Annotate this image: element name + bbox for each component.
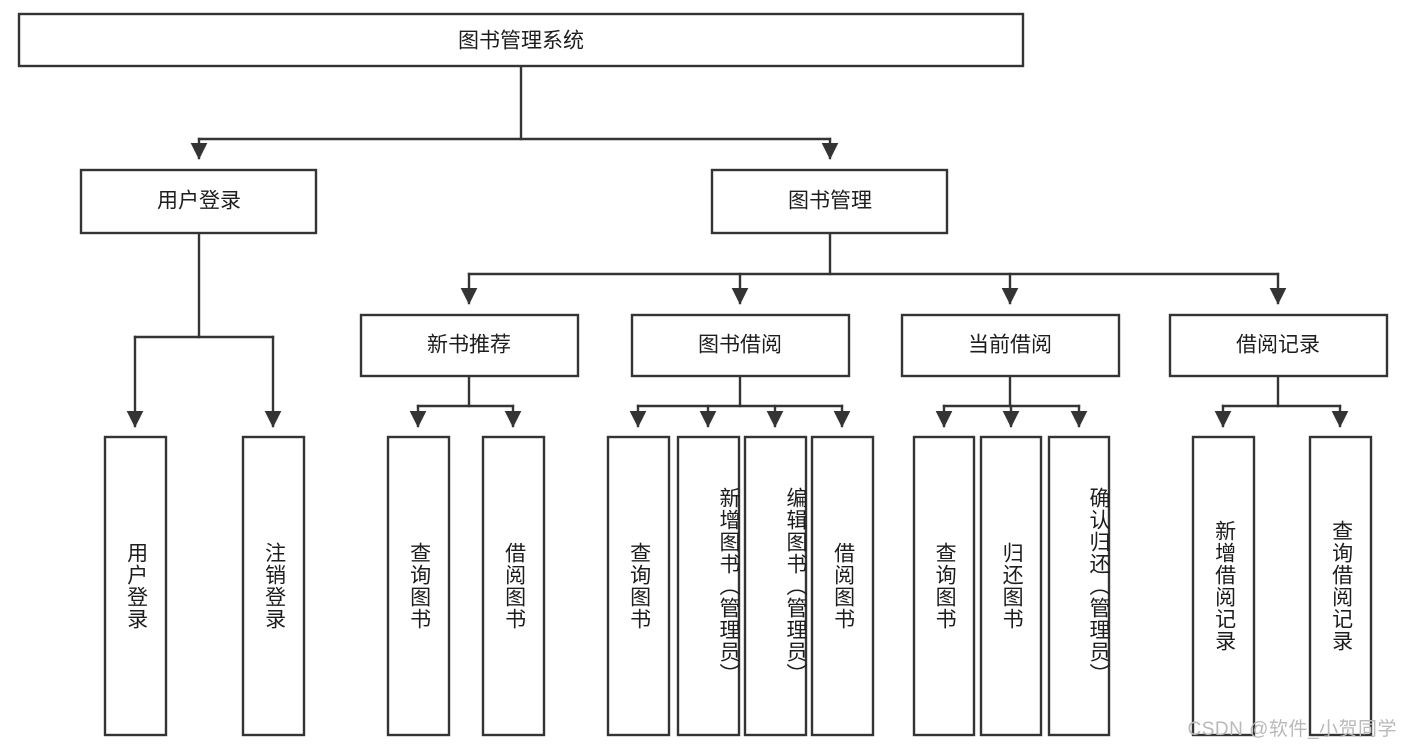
node-book-manage-box[interactable]	[710, 168, 949, 235]
node-new-book-recommend-label: 新书推荐	[427, 334, 511, 357]
node-book-manage[interactable]: 图书管理	[710, 168, 949, 235]
connectors-new-book-recommend-to-leaves	[409, 374, 522, 428]
leaf-confirm-return-box[interactable]	[1047, 435, 1111, 737]
node-borrow-record-label: 借阅记录	[1236, 334, 1320, 357]
node-current-borrow[interactable]: 当前借阅	[900, 313, 1121, 378]
connectors-user-login-to-leaves	[126, 231, 282, 428]
node-root-label: 图书管理系统	[458, 30, 584, 53]
connectors-borrow-record-to-leaves	[1214, 374, 1349, 428]
node-new-book-recommend-box[interactable]	[359, 313, 580, 378]
node-current-borrow-label: 当前借阅	[968, 334, 1052, 357]
node-current-borrow-box[interactable]	[900, 313, 1121, 378]
connectors-book-manage-to-level3	[460, 231, 1287, 305]
leaf-boxes	[103, 435, 1373, 737]
node-user-login[interactable]: 用户登录	[79, 168, 318, 235]
connectors-current-borrow-to-leaves	[935, 374, 1088, 428]
leaf-return-book-box[interactable]	[979, 435, 1043, 737]
csdn-watermark: CSDN @软件_小贺同学	[1187, 719, 1397, 740]
node-user-login-box[interactable]	[79, 168, 318, 235]
leaf-edit-book-box[interactable]	[743, 435, 808, 737]
leaf-borrow-book-1-box[interactable]	[481, 435, 546, 737]
node-root-box[interactable]	[17, 12, 1025, 68]
node-user-login-label: 用户登录	[157, 190, 241, 213]
leaf-query-book-2-box[interactable]	[606, 435, 671, 737]
node-book-borrow-box[interactable]	[630, 313, 851, 378]
leaf-user-login-box[interactable]	[103, 435, 168, 737]
node-book-borrow[interactable]: 图书借阅	[630, 313, 851, 378]
node-borrow-record-box[interactable]	[1168, 313, 1389, 378]
connectors-book-borrow-to-leaves	[629, 374, 851, 428]
leaf-borrow-book-2-box[interactable]	[810, 435, 875, 737]
leaf-query-record-box[interactable]	[1308, 435, 1373, 737]
connectors-root-to-level2	[190, 64, 839, 160]
leaf-add-book-box[interactable]	[676, 435, 741, 737]
node-book-manage-label: 图书管理	[788, 190, 872, 213]
leaf-query-book-3-box[interactable]	[912, 435, 976, 737]
leaf-query-book-1-box[interactable]	[386, 435, 451, 737]
node-new-book-recommend[interactable]: 新书推荐	[359, 313, 580, 378]
leaf-add-record-box[interactable]	[1191, 435, 1256, 737]
node-book-borrow-label: 图书借阅	[698, 334, 782, 357]
node-root[interactable]: 图书管理系统	[17, 12, 1025, 68]
node-borrow-record[interactable]: 借阅记录	[1168, 313, 1389, 378]
leaf-logout-login-box[interactable]	[241, 435, 306, 737]
